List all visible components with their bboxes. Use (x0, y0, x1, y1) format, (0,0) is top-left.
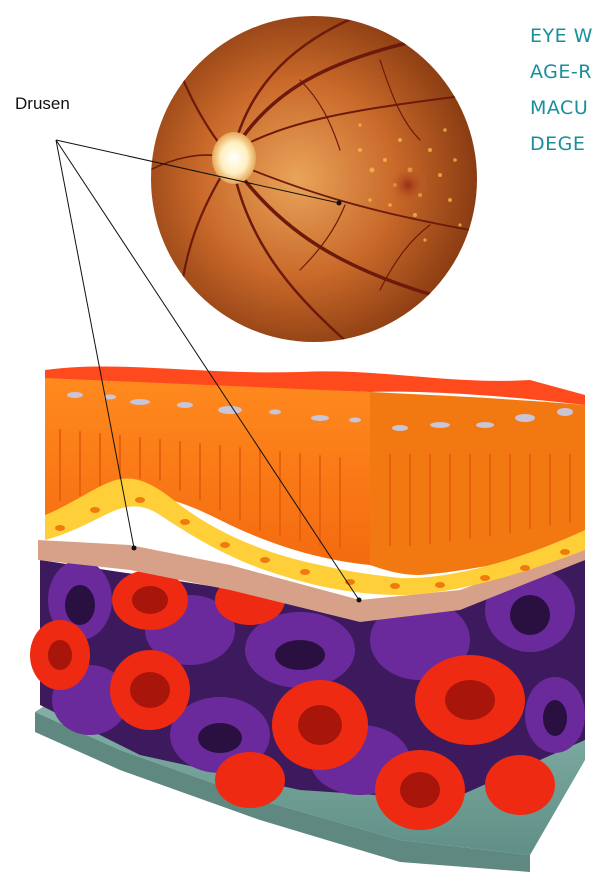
fundus-image (150, 15, 477, 345)
page-title: EYE W AGE-R MACU DEGE (530, 18, 600, 162)
title-line: AGE-R (530, 54, 600, 90)
macula (388, 165, 428, 205)
title-line: MACU (530, 90, 600, 126)
title-line: DEGE (530, 126, 600, 162)
drusen-label: Drusen (15, 94, 70, 114)
title-line: EYE W (530, 18, 600, 54)
